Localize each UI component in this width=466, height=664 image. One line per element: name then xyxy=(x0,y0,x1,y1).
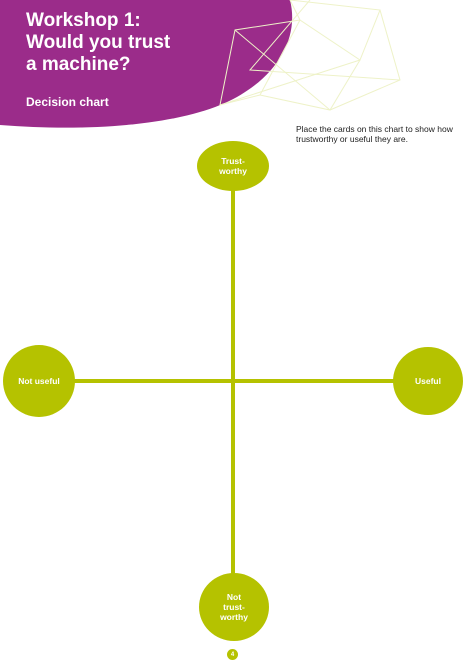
node-not-useful: Not useful xyxy=(3,345,75,417)
horizontal-axis xyxy=(68,379,402,383)
decorative-lines xyxy=(219,0,401,111)
header-purple-shape xyxy=(0,0,293,128)
instructions-text: Place the cards on this chart to show ho… xyxy=(296,124,453,144)
node-not-trustworthy: Not trust- worthy xyxy=(199,573,269,641)
vertical-axis xyxy=(231,180,235,595)
node-useful: Useful xyxy=(393,347,463,415)
page-title: Workshop 1: Would you trust a machine? xyxy=(26,10,171,75)
page-number: 4 xyxy=(227,649,238,660)
node-trustworthy: Trust- worthy xyxy=(197,141,269,191)
page-subtitle: Decision chart xyxy=(26,95,109,109)
